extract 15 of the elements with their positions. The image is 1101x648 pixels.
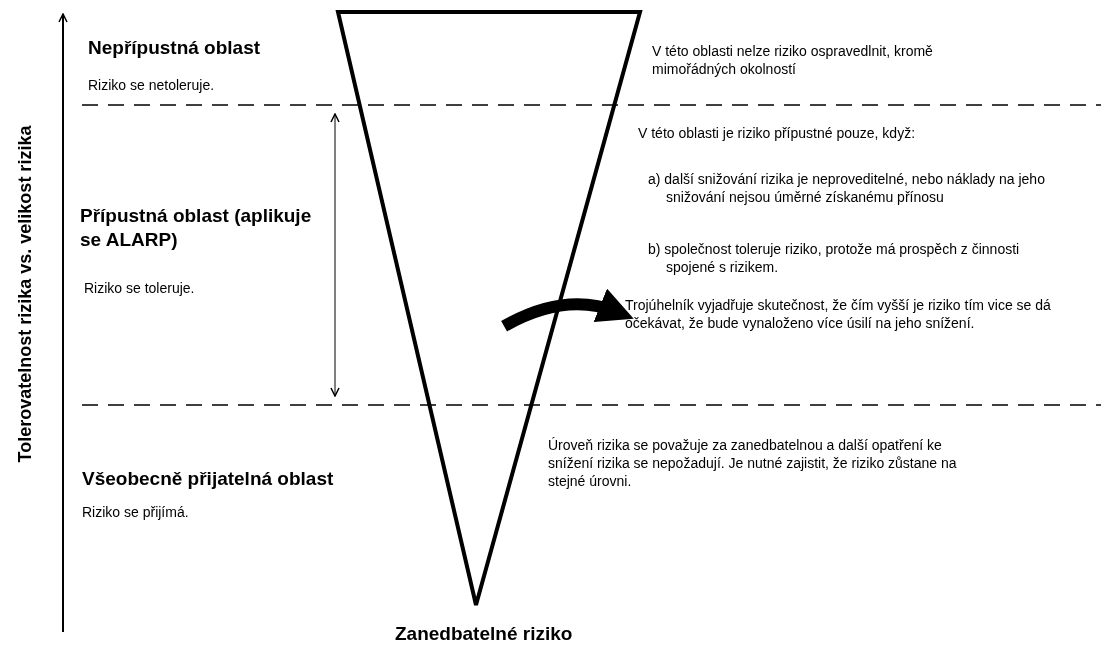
condition-text: a) další snižování rizika je neproveditelné, nebo náklady na jeho snižování nejsou úměrné získanému přínosu (648, 170, 1046, 206)
bottom-label: Zanedbatelné riziko (395, 622, 574, 646)
region-note: Riziko se netoleruje. (88, 76, 216, 94)
condition-text: b) společnost toleruje riziko, protože má prospěch z činnosti spojené s rizikem. (648, 240, 1021, 276)
region-note: Riziko se toleruje. (84, 279, 196, 297)
curved-arrow (501, 289, 634, 332)
region-heading: Nepřípustná oblast (88, 36, 262, 60)
region-description: V této oblasti nelze riziko ospravedlnit, kromě mimořádných okolností (652, 42, 934, 78)
region-description: V této oblasti je riziko přípustné pouze, když: (638, 124, 917, 142)
axis-label: Tolerovatelnost rizika vs. velikost rizika (14, 124, 36, 465)
region-heading: Přípustná oblast (aplikuje se ALARP) (80, 204, 313, 252)
region-note: Riziko se přijímá. (82, 503, 190, 521)
region-heading: Všeobecně přijatelná oblast (82, 467, 335, 491)
annotation-text: Trojúhelník vyjadřuje skutečnost, že čím vyšší je riziko tím vice se dá očekávat, že bude vynaloženo více úsilí na jeho snížení. (625, 296, 1099, 332)
region-description: Úroveň rizika se považuje za zanedbatelnou a další opatření ke snížení rizika se nepožadují. Je nutné zajistit, že riziko zůstane na stejné úrovni. (548, 436, 958, 490)
